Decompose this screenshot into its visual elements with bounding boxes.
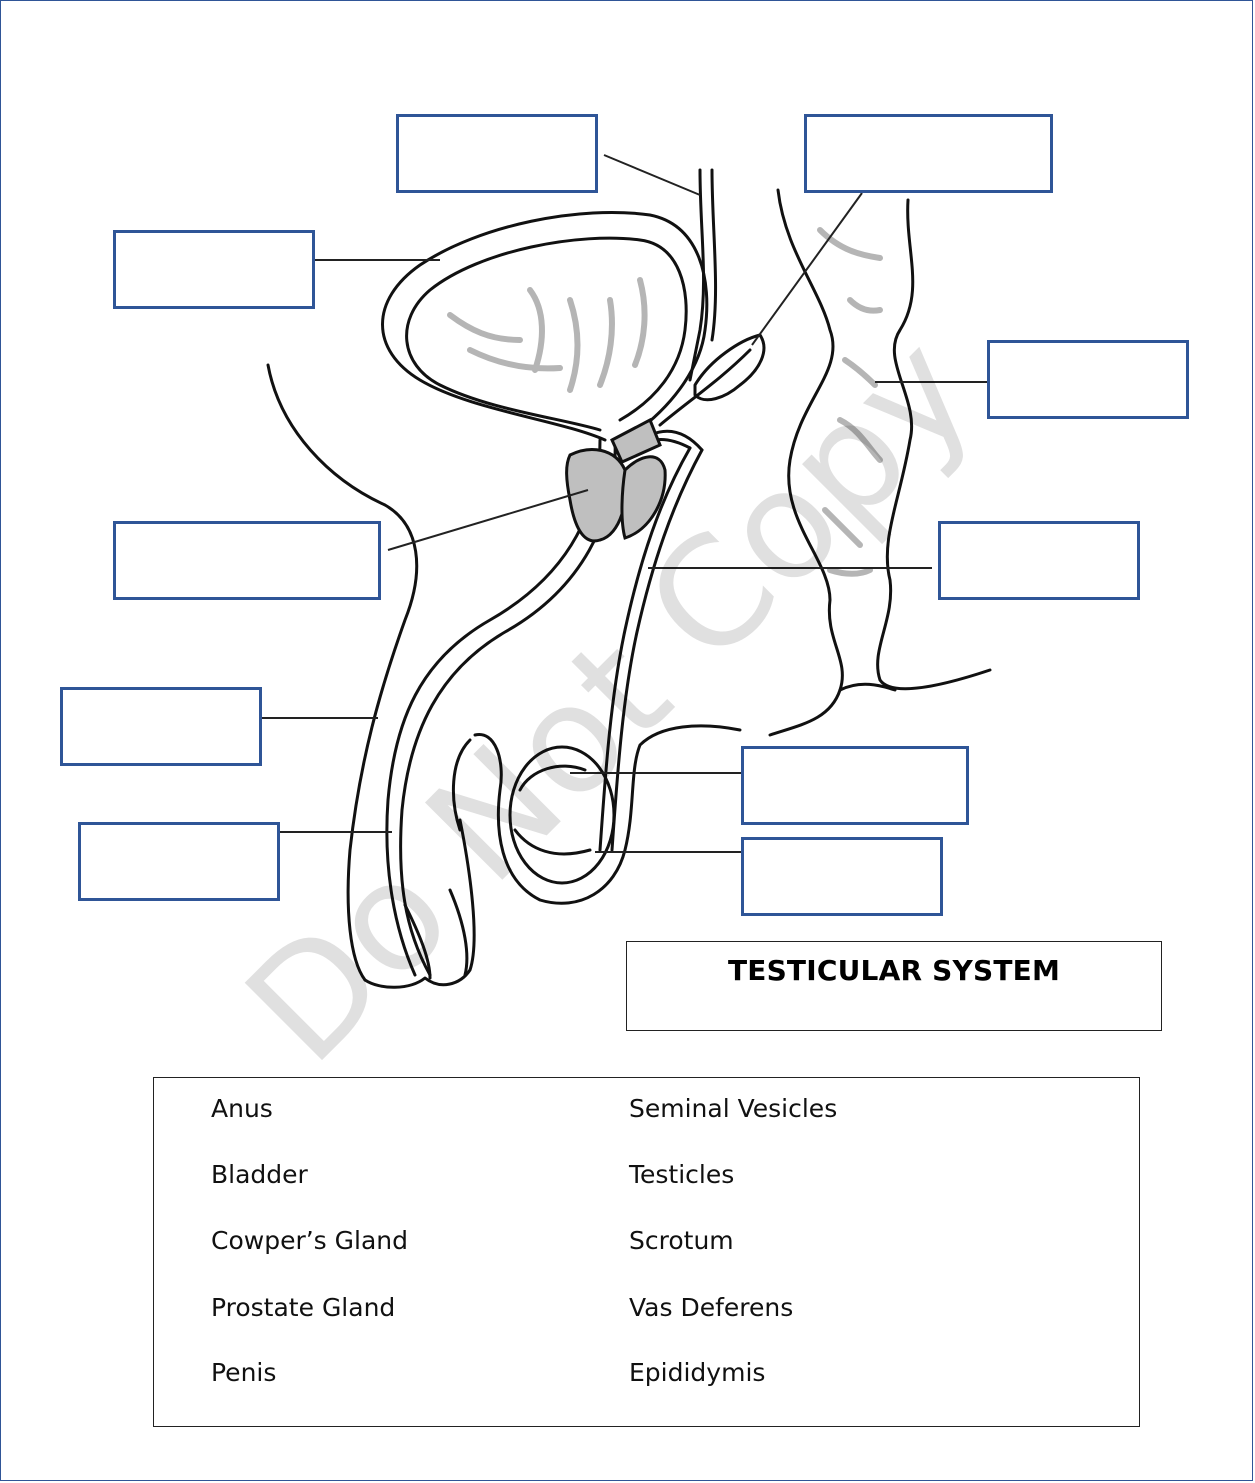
- diagram-title: TESTICULAR SYSTEM: [627, 954, 1161, 987]
- urethra-a: [387, 440, 600, 975]
- title-box: TESTICULAR SYSTEM: [626, 941, 1162, 1031]
- label-box-9[interactable]: [741, 746, 969, 825]
- label-box-2[interactable]: [804, 114, 1053, 193]
- label-box-4[interactable]: [987, 340, 1189, 419]
- label-box-5[interactable]: [113, 521, 381, 600]
- cowpers-gland: [622, 457, 665, 538]
- word-bank-item: Seminal Vesicles: [629, 1094, 837, 1123]
- glans-inner-2: [450, 890, 467, 975]
- leader-1: [604, 155, 700, 195]
- word-bank-item: Prostate Gland: [211, 1293, 395, 1322]
- label-box-3[interactable]: [113, 230, 315, 309]
- label-box-10[interactable]: [741, 837, 943, 916]
- abdomen-line: [268, 365, 417, 980]
- word-bank-item: Vas Deferens: [629, 1293, 793, 1322]
- word-bank: Anus Bladder Cowper’s Gland Prostate Gla…: [153, 1077, 1140, 1427]
- label-box-6[interactable]: [938, 521, 1140, 600]
- word-bank-item: Epididymis: [629, 1358, 765, 1387]
- prostate-gland: [567, 450, 627, 541]
- label-box-7[interactable]: [60, 687, 262, 766]
- word-bank-item: Anus: [211, 1094, 273, 1123]
- leader-2: [752, 193, 862, 345]
- word-bank-item: Bladder: [211, 1160, 308, 1189]
- rectum-right: [878, 200, 990, 689]
- ureter-inner: [712, 170, 716, 340]
- penis-outer: [365, 820, 474, 987]
- word-bank-item: Penis: [211, 1358, 276, 1387]
- word-bank-item: Cowper’s Gland: [211, 1226, 408, 1255]
- label-box-1[interactable]: [396, 114, 598, 193]
- label-box-8[interactable]: [78, 822, 280, 901]
- scrotum-outer: [453, 726, 740, 903]
- word-bank-item: Testicles: [629, 1160, 734, 1189]
- leader-5: [388, 490, 588, 550]
- testicle-inner: [515, 766, 590, 854]
- word-bank-item: Scrotum: [629, 1226, 734, 1255]
